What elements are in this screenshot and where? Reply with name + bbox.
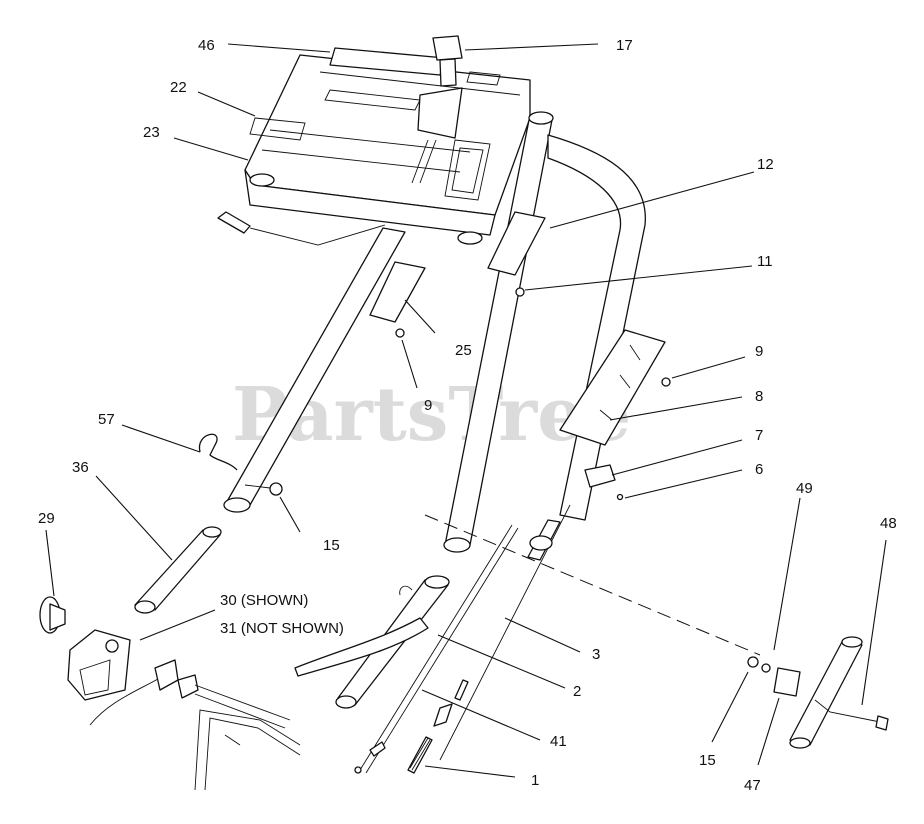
bushing-47 [773,667,801,697]
callout-57: 57 [98,411,115,428]
callout-22: 22 [170,79,187,96]
clip-7 [584,464,616,488]
left-handle-tube [223,227,406,513]
bracket-25 [369,261,426,323]
callout-31-not-shown: 31 (NOT SHOWN) [220,620,344,637]
decal-22-outline [249,117,306,141]
callout-11: 11 [757,253,773,270]
callout-17: 17 [616,37,633,54]
washer-15a [269,482,283,496]
callout-12: 12 [757,156,774,173]
callout-7: 7 [755,427,763,444]
screw-6 [616,493,624,501]
callout-9-right: 9 [755,343,763,360]
deck-lines [89,659,301,791]
callout-47: 47 [744,777,761,794]
bracket-12 [487,211,546,276]
callout-8: 8 [755,388,763,405]
nut-11 [515,287,525,297]
nut-9a [395,328,405,338]
callout-30-shown: 30 (SHOWN) [220,592,308,609]
callout-6: 6 [755,461,763,478]
callout-labels: 46 17 22 23 12 11 25 9 9 8 7 6 57 36 15 … [38,37,897,794]
callout-9-left: 9 [424,397,432,414]
shift-lever [411,35,463,184]
cable-3 [439,504,571,761]
callout-1: 1 [531,772,539,789]
washer-15b [747,656,759,668]
knob-29 [39,596,66,634]
callout-41: 41 [550,733,567,750]
carriage-bolt [217,211,251,234]
leader-lines [45,43,887,778]
tube-36 [134,526,222,614]
bracket-30 [67,629,131,701]
spacer-49 [761,663,771,673]
cable-2 [359,524,519,774]
control-panel [244,54,531,245]
callout-25: 25 [455,342,472,359]
callout-3: 3 [592,646,600,663]
callout-48: 48 [880,515,897,532]
screw-9b [661,377,671,387]
callout-15-right: 15 [699,752,716,769]
cable-guide-8 [559,329,666,446]
callout-46: 46 [198,37,215,54]
lower-handle-48 [789,636,889,749]
axle-centerline [424,514,761,656]
callout-49: 49 [796,480,813,497]
callout-36: 36 [72,459,89,476]
callout-2: 2 [573,683,581,700]
callout-23: 23 [143,124,160,141]
callout-15-left: 15 [323,537,340,554]
callout-29: 29 [38,510,55,527]
clip-57 [198,433,238,471]
lower-handle [294,575,450,709]
